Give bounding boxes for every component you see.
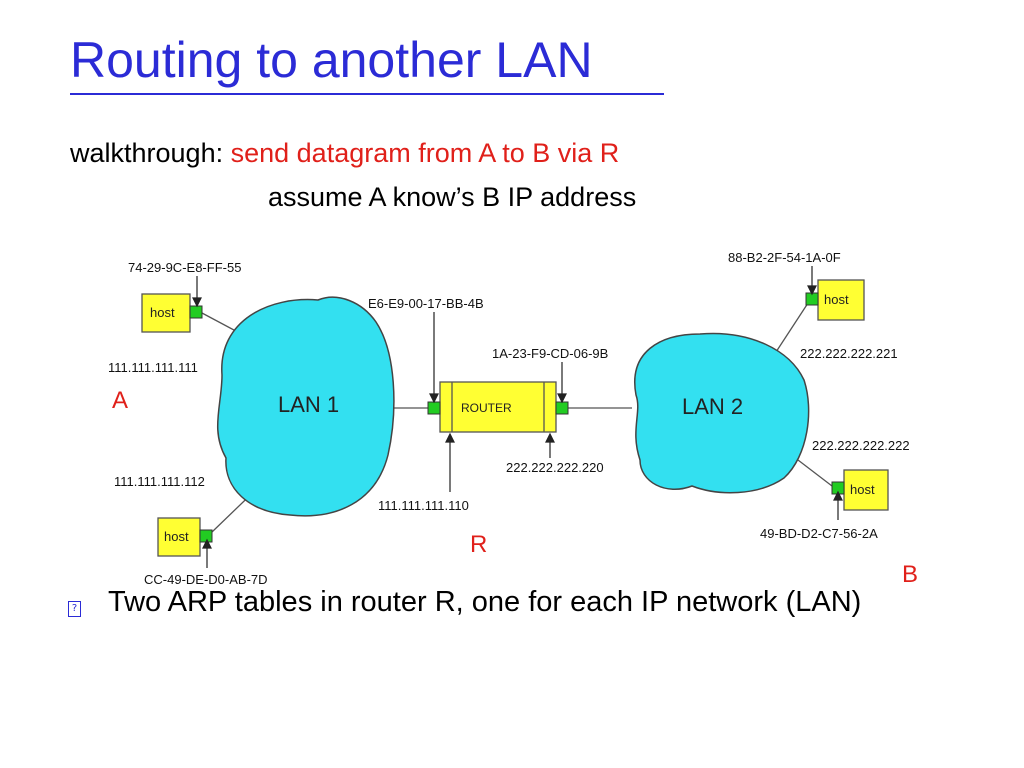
router-label: ROUTER bbox=[461, 401, 512, 415]
marker-r: R bbox=[470, 531, 487, 558]
host-b-box bbox=[843, 469, 889, 511]
mac-host-a: 74-29-9C-E8-FF-55 bbox=[128, 260, 241, 275]
ip-host-b: 222.222.222.222 bbox=[812, 438, 910, 453]
ip-host-upper-right: 222.222.222.221 bbox=[800, 346, 898, 361]
host-lower-left-label: host bbox=[164, 529, 189, 544]
mac-host-lower-left: CC-49-DE-D0-AB-7D bbox=[144, 572, 268, 587]
lan2-label: LAN 2 bbox=[682, 394, 743, 419]
bullet-marker-icon: ? bbox=[68, 601, 81, 617]
arrow-head-host-a-mac bbox=[192, 297, 202, 308]
bullet-text: Two ARP tables in router R, one for each… bbox=[108, 586, 862, 618]
router-interface-lan1 bbox=[427, 401, 441, 415]
arrow-head-router-ip-lan1 bbox=[445, 432, 455, 443]
lan1-cloud bbox=[216, 296, 395, 517]
lan1-label: LAN 1 bbox=[278, 392, 339, 417]
walkthrough-task: send datagram from A to B via R bbox=[230, 138, 620, 168]
arrow-head-router-mac-lan2 bbox=[557, 393, 567, 404]
link-host-upper-right-lan2 bbox=[775, 299, 811, 353]
ip-host-a: 111.111.111.111 bbox=[108, 360, 198, 375]
mac-host-b: 49-BD-D2-C7-56-2A bbox=[760, 526, 878, 541]
title-underline bbox=[70, 93, 664, 95]
router-mac-lan1: E6-E9-00-17-BB-4B bbox=[368, 296, 484, 311]
host-upper-right-label: host bbox=[824, 292, 849, 307]
router-ip-lan1: 111.111.111.110 bbox=[378, 498, 469, 513]
host-lower-left-interface bbox=[199, 529, 213, 543]
marker-b: B bbox=[902, 561, 918, 588]
arrow-head-router-mac-lan1 bbox=[429, 393, 439, 404]
arrow-head-router-ip-lan2 bbox=[545, 432, 555, 443]
walkthrough-line: walkthrough: send datagram from A to B v… bbox=[70, 136, 619, 170]
walkthrough-label: walkthrough: bbox=[70, 138, 224, 168]
host-lower-left-box bbox=[157, 517, 201, 557]
arrow-head-host-b-mac bbox=[833, 490, 843, 501]
lan2-cloud bbox=[634, 332, 810, 494]
host-a-label: host bbox=[150, 305, 175, 320]
link-host-b-lan2 bbox=[797, 459, 833, 487]
router-ip-lan2: 222.222.222.220 bbox=[506, 460, 604, 475]
arrow-head-host-upper-right-mac bbox=[807, 285, 817, 296]
mac-host-upper-right: 88-B2-2F-54-1A-0F bbox=[728, 250, 841, 265]
arrow-head-host-lower-left-mac bbox=[202, 538, 212, 549]
page-title: Routing to another LAN bbox=[70, 32, 593, 88]
host-a-box bbox=[141, 293, 191, 333]
router-interface-lan2 bbox=[555, 401, 569, 415]
walkthrough-assumption: assume A know’s B IP address bbox=[268, 182, 637, 212]
ip-host-lower-left: 111.111.111.112 bbox=[114, 474, 205, 489]
host-a-interface bbox=[189, 305, 203, 319]
marker-a: A bbox=[112, 387, 128, 414]
router: ROUTER bbox=[439, 381, 557, 433]
host-upper-right-box bbox=[817, 279, 865, 321]
host-b-label: host bbox=[850, 482, 875, 497]
router-mac-lan2: 1A-23-F9-CD-06-9B bbox=[492, 346, 608, 361]
